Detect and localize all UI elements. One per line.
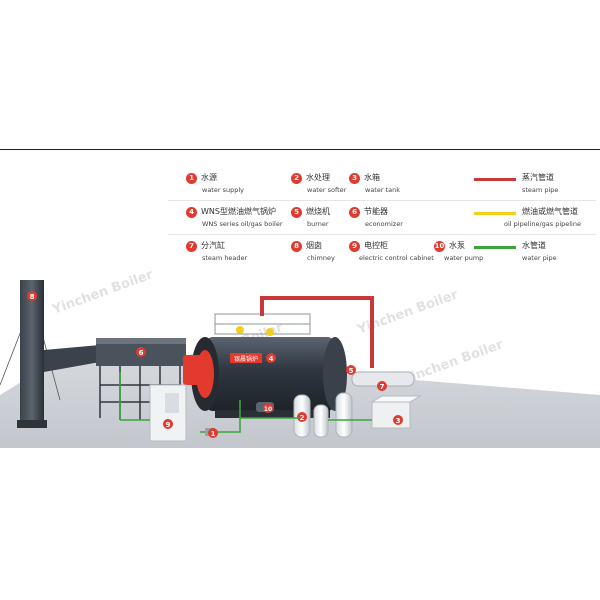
legend-label-cn: 分汽缸 — [201, 241, 225, 250]
pump-number-badge — [263, 403, 273, 413]
cabinet-number-label: 9 — [166, 421, 171, 429]
legend-number-badge: 6 — [349, 207, 360, 218]
water-tank-number-badge — [393, 415, 403, 425]
legend-label-cn: WNS型燃油燃气锅炉 — [201, 207, 276, 216]
water-supply-number-label: 1 — [211, 430, 216, 438]
legend-label-cn: 电控柜 — [364, 241, 388, 250]
legend-label-cn: 节能器 — [364, 207, 388, 216]
legend-number-badge: 3 — [349, 173, 360, 184]
boiler-number-label: 4 — [269, 355, 274, 363]
legend-label-en: burner — [307, 220, 329, 228]
top-divider-line — [0, 149, 600, 150]
pipe-label-en: water pipe — [522, 254, 557, 262]
steam-header-number-label: 7 — [380, 383, 385, 391]
boiler-brand-plate — [230, 353, 262, 363]
legend-row-1: 1 水源 water supply 2 水处理 water softer 3 水… — [168, 167, 596, 200]
electric-control-cabinet — [149, 384, 187, 442]
legend-number-badge: 10 — [434, 241, 445, 252]
legend-row-2: 4 WNS型燃油燃气锅炉 WNS series oil/gas boiler 5… — [168, 201, 596, 234]
economizer-top — [96, 338, 186, 344]
legend-label-en: water pump — [444, 254, 484, 262]
pipe-label-cn: 蒸汽管道 — [522, 173, 554, 182]
pipe-label-cn: 水管道 — [522, 241, 546, 250]
softener-number-badge — [297, 412, 307, 422]
legend-label-en: water tank — [365, 186, 401, 194]
safety-valve — [266, 328, 274, 336]
pipe-label-cn: 燃油或燃气管道 — [522, 207, 578, 216]
water-tank-number-label: 3 — [396, 417, 401, 425]
legend-label-cn: 水泵 — [449, 241, 465, 250]
legend-divider — [168, 200, 596, 201]
steam-pipe — [260, 296, 374, 368]
legend-number-badge: 7 — [186, 241, 197, 252]
legend-label-en: economizer — [365, 220, 403, 228]
control-panel-buttons — [165, 393, 179, 413]
legend-label-cn: 水源 — [201, 173, 217, 182]
chimney-number-badge — [27, 291, 37, 301]
oil-pipe-swatch — [474, 212, 516, 215]
burner-number-label: 5 — [349, 367, 354, 375]
legend-row-3: 7 分汽缸 steam header 8 烟囱 chimney 9 电控柜 el… — [168, 235, 596, 268]
water-pipes — [119, 372, 372, 433]
legend-number-badge: 4 — [186, 207, 197, 218]
legend-number-badge: 5 — [291, 207, 302, 218]
boiler-system-illustration: 8 6 银晨锅炉 4 5 7 3 2 9 — [0, 280, 600, 448]
chimney-number-label: 8 — [30, 293, 35, 301]
boiler-rear-end — [323, 337, 347, 411]
boiler-base — [215, 410, 330, 418]
steam-header-number-badge — [377, 381, 387, 391]
chimney — [20, 280, 44, 424]
legend-label-cn: 烟囱 — [306, 241, 322, 250]
legend-number-badge: 9 — [349, 241, 360, 252]
economizer-number-badge — [136, 347, 146, 357]
water-pipe-swatch — [474, 246, 516, 249]
legend-label-en: electric control cabinet — [359, 254, 434, 262]
legend-number-badge: 1 — [186, 173, 197, 184]
burner-number-badge — [346, 365, 356, 375]
boiler-shell — [205, 337, 335, 411]
softener-tank — [313, 404, 329, 438]
legend-label-en: water supply — [202, 186, 244, 194]
flue-duct — [44, 345, 100, 372]
legend-label-en: chimney — [307, 254, 335, 262]
legend-label-cn: 水处理 — [306, 173, 330, 182]
legend-number-badge: 8 — [291, 241, 302, 252]
softener-number-label: 2 — [300, 414, 305, 422]
boiler-brand-label: 银晨锅炉 — [234, 355, 258, 363]
steam-pipe-swatch — [474, 178, 516, 181]
water-tank — [371, 401, 411, 429]
legend-label-cn: 燃烧机 — [306, 207, 330, 216]
pipe-label-en: oil pipeline/gas pipeline — [504, 220, 581, 228]
legend-label-en: water softer — [307, 186, 347, 194]
burner — [183, 355, 205, 385]
economizer-number-label: 6 — [139, 349, 144, 357]
softener-tank — [335, 392, 353, 438]
legend-divider — [168, 234, 596, 235]
pump-number-label: 10 — [264, 406, 272, 413]
water-supply-number-badge — [208, 428, 218, 438]
pipe-label-en: steam pipe — [522, 186, 559, 194]
legend-number-badge: 2 — [291, 173, 302, 184]
legend-label-cn: 水箱 — [364, 173, 380, 182]
water-tank-top — [370, 395, 422, 403]
legend-panel: 1 水源 water supply 2 水处理 water softer 3 水… — [168, 167, 596, 267]
chimney-base — [17, 420, 47, 428]
boiler-number-badge — [266, 353, 276, 363]
cabinet-number-badge — [163, 419, 173, 429]
legend-label-en: WNS series oil/gas boiler — [202, 220, 283, 228]
legend-label-en: steam header — [202, 254, 248, 262]
safety-valve — [236, 326, 244, 334]
